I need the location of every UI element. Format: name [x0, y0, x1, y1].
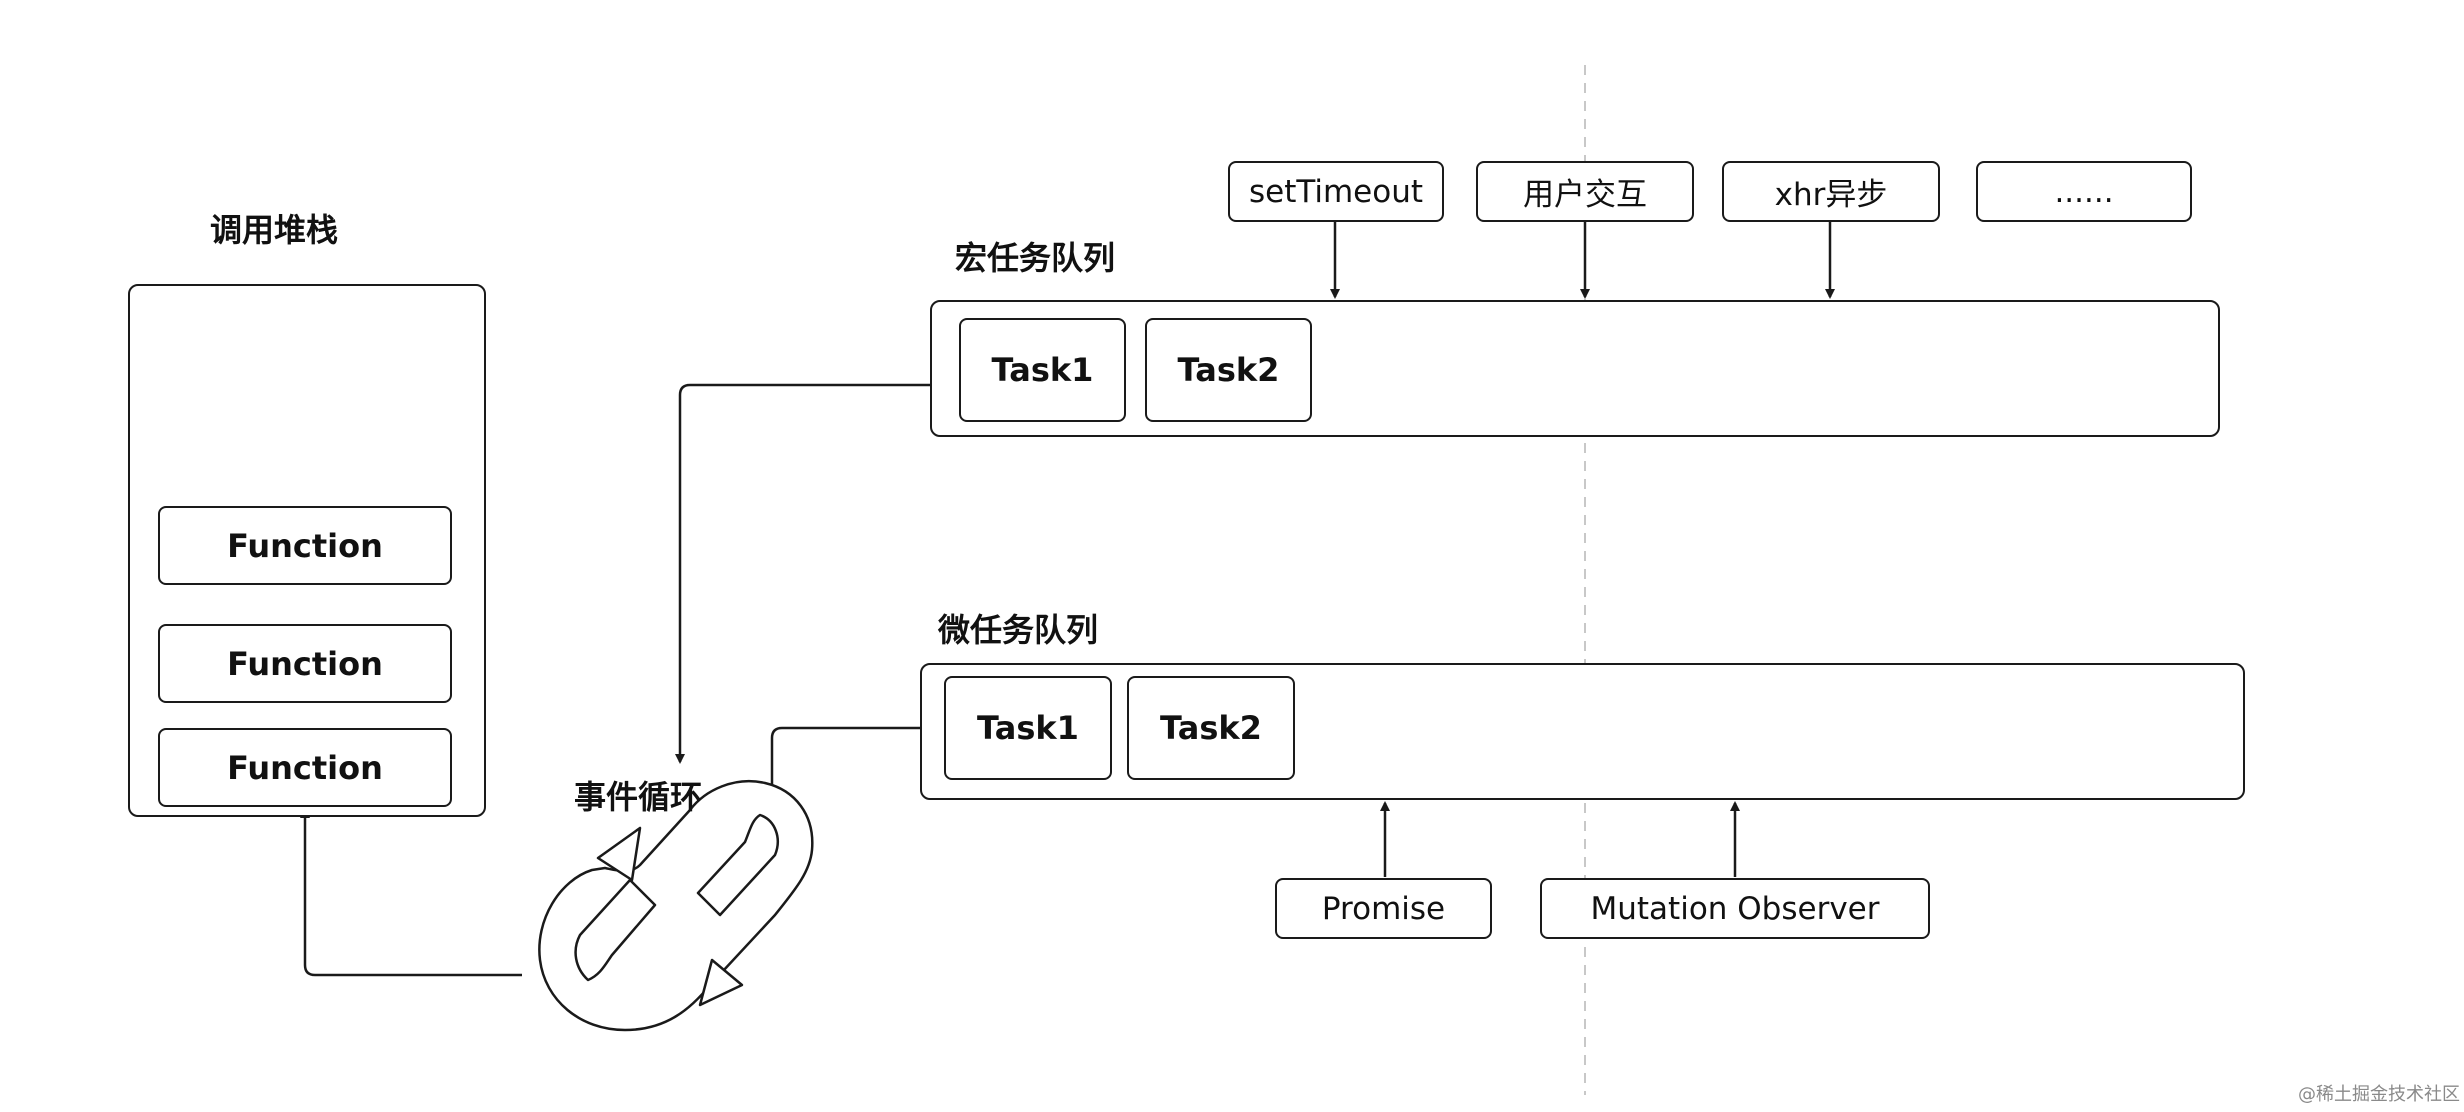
event-loop-label: 事件循环 [574, 778, 703, 816]
source-user-interaction: 用户交互 [1476, 161, 1694, 222]
arrow-micro-to-loop [767, 726, 920, 840]
arrow-macro-to-loop [675, 383, 930, 764]
micro-task: Task2 [1127, 676, 1295, 780]
arrow-loop-to-stack [300, 808, 522, 977]
macro-queue-title: 宏任务队列 [955, 239, 1116, 277]
source-xhr-async: xhr异步 [1722, 161, 1940, 222]
source-settimeout: setTimeout [1228, 161, 1444, 222]
micro-queue-panel [920, 663, 2245, 800]
stack-frame: Function [158, 624, 452, 703]
macro-task: Task2 [1145, 318, 1312, 422]
stack-frame: Function [158, 728, 452, 807]
source-mutation-observer: Mutation Observer [1540, 878, 1930, 939]
macro-task: Task1 [959, 318, 1126, 422]
source-promise: Promise [1275, 878, 1492, 939]
micro-task: Task1 [944, 676, 1112, 780]
micro-queue-title: 微任务队列 [938, 611, 1099, 649]
stack-frame: Function [158, 506, 452, 585]
source-more: ...... [1976, 161, 2192, 222]
watermark: @稀土掘金技术社区 [2298, 1084, 2460, 1105]
event-loop-cycle-icon [538, 779, 814, 1032]
call-stack-title: 调用堆栈 [210, 211, 339, 249]
